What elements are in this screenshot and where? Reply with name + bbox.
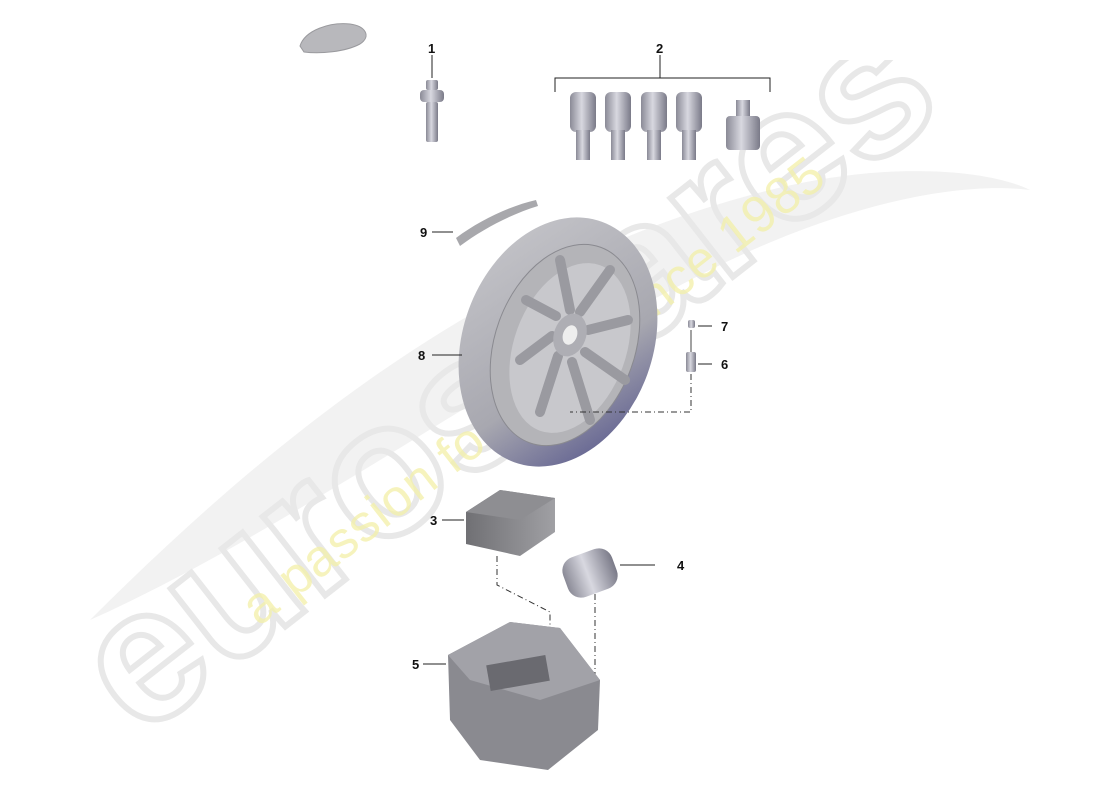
callout-4[interactable]: 4	[677, 558, 685, 573]
callout-8[interactable]: 8	[418, 348, 426, 363]
label-strip-part	[432, 200, 538, 246]
callout-2[interactable]: 2	[656, 41, 664, 56]
callout-5[interactable]: 5	[412, 657, 420, 672]
car-silhouette-icon	[299, 23, 367, 54]
spare-wheel-part	[432, 217, 658, 467]
compressor-box-part	[442, 490, 555, 660]
callout-7[interactable]: 7	[721, 319, 729, 334]
locking-bolt-set-part	[554, 55, 771, 160]
valve-part	[570, 320, 712, 413]
callout-3[interactable]: 3	[430, 513, 438, 528]
callout-9[interactable]: 9	[420, 225, 428, 240]
wheel-bolt-part	[420, 55, 444, 142]
callout-6[interactable]: 6	[721, 357, 729, 372]
callout-1[interactable]: 1	[428, 41, 436, 56]
storage-tray-part	[423, 622, 600, 770]
